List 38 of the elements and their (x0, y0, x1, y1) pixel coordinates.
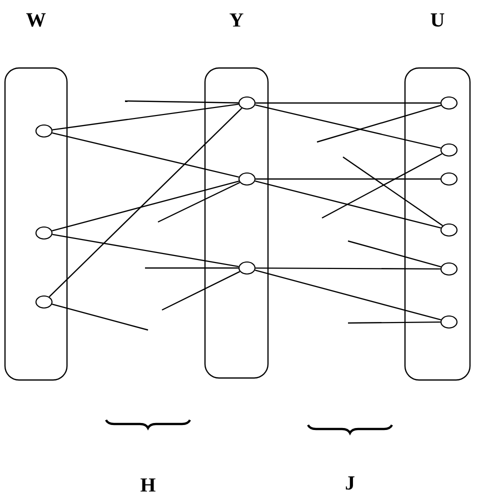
connecting-line (52, 132, 239, 178)
connecting-line (124, 100, 238, 104)
connecting-line (158, 182, 240, 223)
connecting-line (52, 304, 148, 331)
vertex-circle (440, 262, 458, 276)
connecting-line (256, 102, 440, 104)
vertex-circle (35, 226, 53, 240)
column-heading: Y (230, 13, 244, 27)
vertex-circle (238, 261, 256, 275)
column-heading: W (26, 13, 46, 27)
vertex-circle (35, 295, 53, 309)
vertex-circle (238, 96, 256, 110)
connecting-line (52, 180, 240, 232)
connecting-line (256, 267, 440, 270)
connecting-line (342, 156, 443, 226)
connecting-line (322, 153, 442, 219)
vertex-circle (35, 124, 53, 138)
connecting-line (254, 180, 442, 229)
vertex-circle (440, 172, 458, 186)
connecting-line (145, 267, 238, 269)
vertex-circle (440, 143, 458, 157)
vertex-circle (440, 315, 458, 329)
connecting-line (348, 321, 440, 324)
connecting-line (52, 234, 239, 268)
connecting-line (348, 240, 442, 268)
vertex-circle (238, 172, 256, 186)
connecting-line (256, 178, 440, 180)
vertex-circle (440, 223, 458, 237)
connecting-line (254, 270, 442, 320)
connecting-line (316, 104, 442, 143)
column-heading: U (430, 13, 444, 27)
group-label: H (140, 478, 156, 492)
group-label: J (346, 476, 354, 490)
connecting-line (162, 271, 240, 311)
connecting-line (255, 104, 441, 149)
vertex-circle (440, 96, 458, 110)
connecting-line (52, 104, 239, 130)
connecting-line (48, 108, 242, 298)
